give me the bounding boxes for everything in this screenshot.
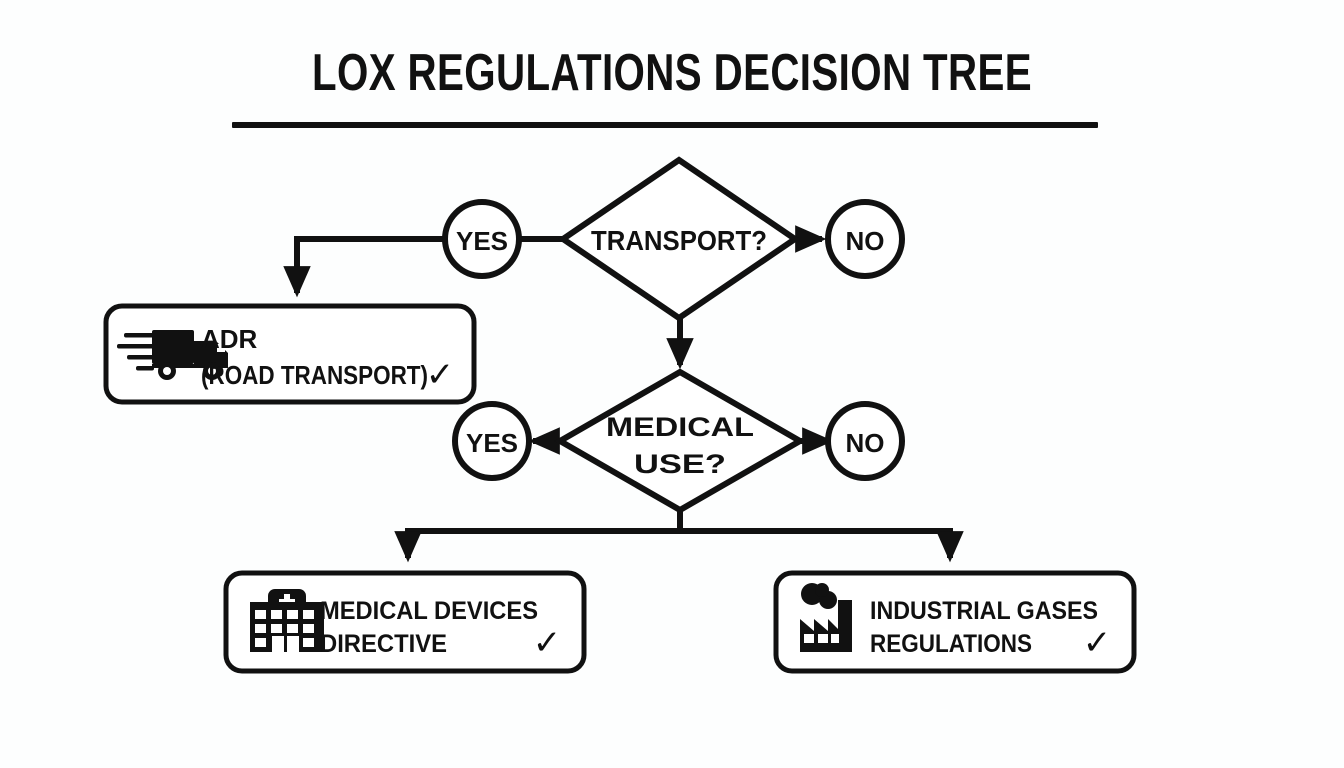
page-title: LOX REGULATIONS DECISION TREE [312,44,1032,102]
branch-label-no-transport: NO [846,226,885,256]
decision-label-transport: TRANSPORT? [591,225,767,256]
outcome-label-medical-devices-line1: MEDICAL DEVICES [320,597,538,625]
branch-label-yes-transport: YES [456,226,508,256]
branch-circle-no-transport[interactable] [825,199,905,279]
outcome-check-industrial-gases: ✓ [1083,623,1112,663]
outcome-check-adr: ✓ [426,355,455,395]
factory-icon [800,583,852,652]
branch-label-yes-medical-use: YES [466,428,518,458]
truck-icon [117,330,228,380]
branch-yes-transport[interactable]: YES [442,199,522,279]
outcome-label-adr-line1: ADR [201,324,258,354]
decision-diamond-medical-use[interactable] [553,368,807,514]
outcome-box-medical-devices-directive[interactable]: MEDICAL DEVICES DIRECTIVE ✓ [223,570,587,674]
outcome-box-industrial-gases-regulations[interactable]: INDUSTRIAL GASES REGULATIONS ✓ [773,570,1137,674]
outcome-check-medical-devices: ✓ [533,623,562,663]
branch-circle-yes-transport[interactable] [442,199,522,279]
branch-circle-no-medical-use[interactable] [825,401,905,481]
branch-label-no-medical-use: NO [846,428,885,458]
decision-node-medical-use[interactable]: MEDICAL USE? [553,368,807,514]
outcome-label-industrial-gases-line2: REGULATIONS [870,630,1032,658]
title-rule [232,122,1098,128]
outcome-label-industrial-gases-line1: INDUSTRIAL GASES [870,597,1098,625]
branch-yes-medical-use[interactable]: YES [452,401,532,481]
outcome-box-adr[interactable]: ADR (ROAD TRANSPORT) ✓ [103,303,477,405]
decision-label-medical-use-line2: USE? [634,449,726,479]
decision-label-medical-use-line1: MEDICAL [606,412,754,442]
decision-diamond-transport[interactable] [557,156,801,322]
outcome-box-adr-frame[interactable] [103,303,477,405]
connector-fork-left [394,510,683,563]
outcome-label-adr-line2: (ROAD TRANSPORT) [201,360,428,390]
hospital-icon [250,589,324,652]
connector-fork-right [680,528,964,563]
branch-no-medical-use[interactable]: NO [825,401,905,481]
decision-node-transport[interactable]: TRANSPORT? [557,156,801,322]
branch-circle-yes-medical-use[interactable] [452,401,532,481]
outcome-box-industrial-gases-frame[interactable] [773,570,1137,674]
connector-yes-to-adr [283,236,445,298]
branch-no-transport[interactable]: NO [825,199,905,279]
outcome-label-medical-devices-line2: DIRECTIVE [320,630,447,658]
